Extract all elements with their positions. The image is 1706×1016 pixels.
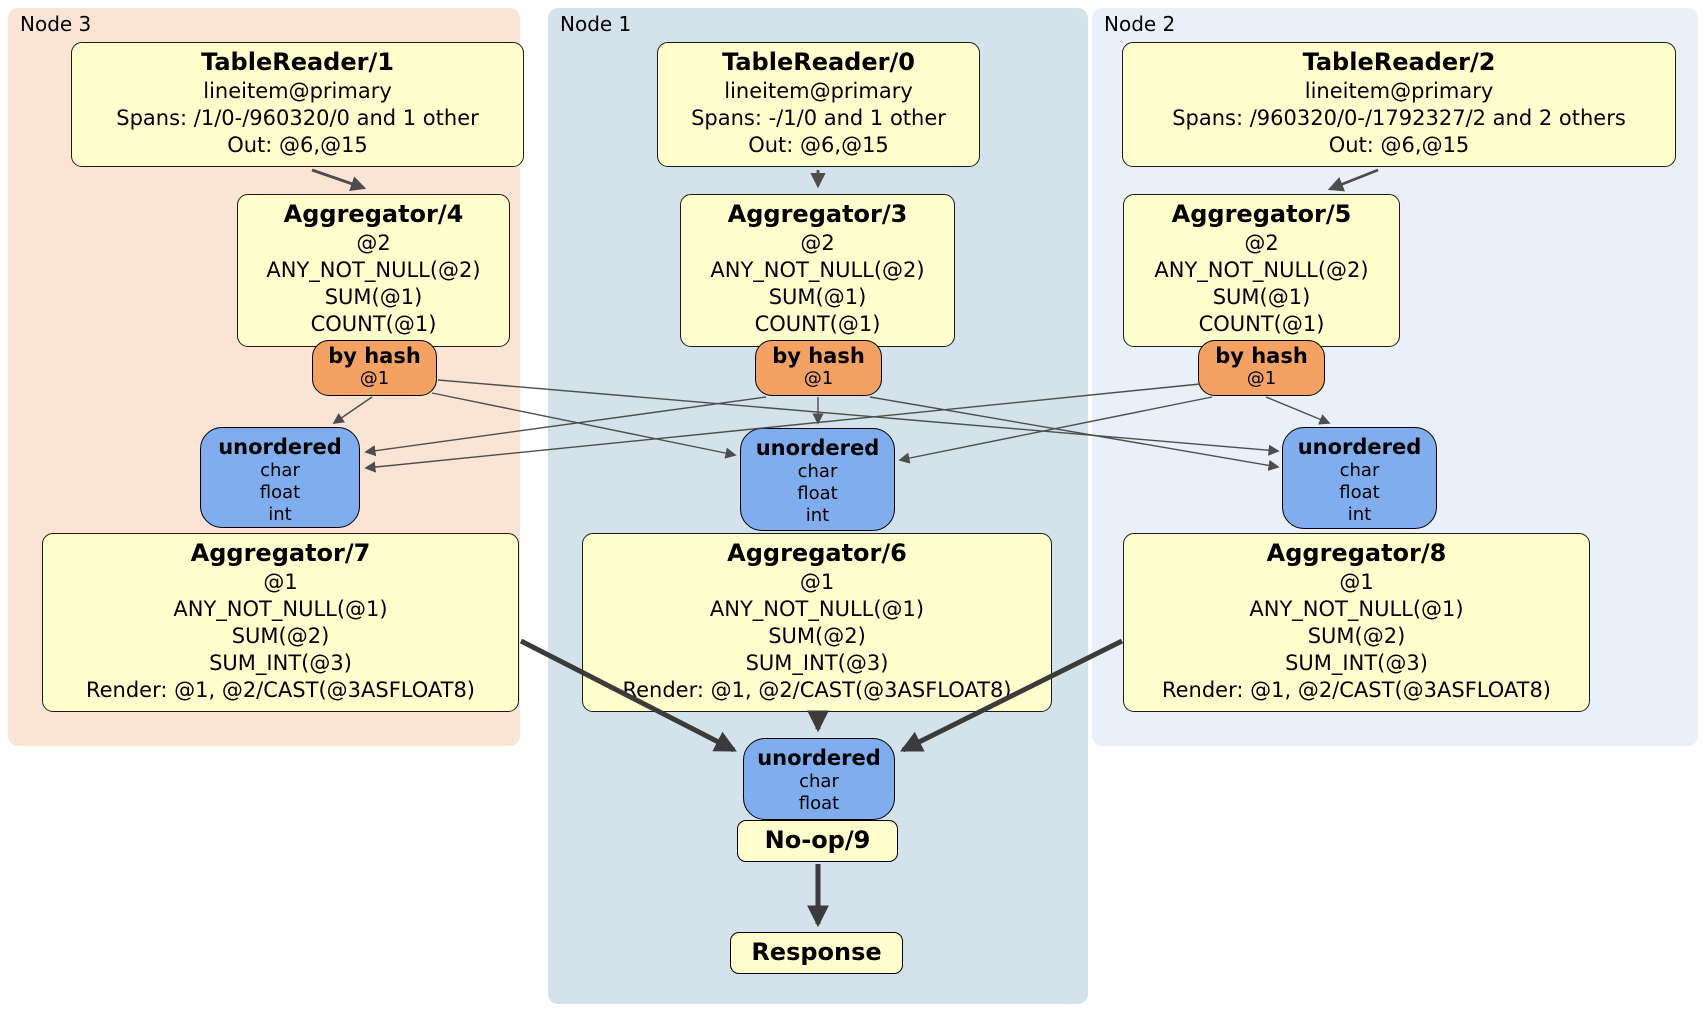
node-detail: @2 — [1244, 231, 1279, 255]
node-title: Aggregator/6 — [727, 539, 907, 567]
sync-column: float — [1339, 482, 1380, 503]
tablereader-1-node: TableReader/1 lineitem@primary Spans: /1… — [71, 42, 524, 167]
node-title: TableReader/2 — [1302, 48, 1496, 76]
aggregator-6-node: Aggregator/6 @1 ANY_NOT_NULL(@1) SUM(@2)… — [582, 533, 1052, 712]
node-detail: @2 — [356, 231, 391, 255]
noop-9-node: No-op/9 — [737, 820, 898, 862]
sync-column: char — [797, 461, 838, 482]
node-detail: ANY_NOT_NULL(@1) — [1249, 597, 1464, 621]
sync-title: unordered — [755, 436, 880, 460]
sync-column: int — [1347, 504, 1372, 525]
hash-router-left: by hash @1 — [312, 340, 437, 396]
region-label-node-2: Node 2 — [1104, 12, 1176, 36]
node-detail: ANY_NOT_NULL(@1) — [709, 597, 925, 621]
hash-router-center: by hash @1 — [755, 340, 882, 396]
node-detail: COUNT(@1) — [1198, 312, 1325, 336]
node-detail: ANY_NOT_NULL(@2) — [710, 258, 925, 282]
unordered-sync-left: unordered char float int — [200, 427, 360, 528]
node-detail: COUNT(@1) — [310, 312, 437, 336]
node-detail: SUM(@1) — [1212, 285, 1311, 309]
node-title: Aggregator/5 — [1171, 200, 1352, 228]
unordered-sync-final: unordered char float — [743, 738, 895, 820]
router-title: by hash — [328, 344, 421, 368]
sync-column: int — [805, 505, 830, 526]
sync-column: int — [268, 504, 292, 525]
node-detail: @1 — [1339, 570, 1374, 594]
router-key: @1 — [803, 368, 834, 389]
node-detail: @2 — [800, 231, 835, 255]
aggregator-8-node: Aggregator/8 @1 ANY_NOT_NULL(@1) SUM(@2)… — [1123, 533, 1590, 712]
node-detail: Out: @6,@15 — [227, 133, 368, 157]
node-detail: @1 — [263, 570, 298, 594]
node-detail: Render: @1, @2/CAST(@3ASFLOAT8) — [1161, 678, 1552, 702]
sync-column: float — [797, 483, 838, 504]
node-detail: SUM(@2) — [1307, 624, 1406, 648]
node-detail: Render: @1, @2/CAST(@3ASFLOAT8) — [622, 678, 1012, 702]
region-label-node-1: Node 1 — [560, 12, 632, 36]
node-title: Response — [751, 938, 882, 966]
node-detail: SUM(@1) — [768, 285, 867, 309]
router-title: by hash — [772, 344, 865, 368]
node-title: Aggregator/4 — [283, 200, 464, 228]
tablereader-0-node: TableReader/0 lineitem@primary Spans: -/… — [657, 42, 980, 167]
aggregator-3-node: Aggregator/3 @2 ANY_NOT_NULL(@2) SUM(@1)… — [680, 194, 955, 347]
region-label-node-3: Node 3 — [20, 12, 92, 36]
sync-column: float — [798, 793, 840, 814]
node-detail: SUM_INT(@3) — [745, 651, 889, 675]
node-detail: SUM(@1) — [324, 285, 423, 309]
node-detail: lineitem@primary — [1304, 79, 1494, 103]
sync-title: unordered — [757, 746, 881, 770]
node-detail: Out: @6,@15 — [1328, 133, 1470, 157]
node-title: Aggregator/3 — [727, 200, 908, 228]
router-title: by hash — [1215, 344, 1308, 368]
node-detail: ANY_NOT_NULL(@2) — [266, 258, 481, 282]
aggregator-7-node: Aggregator/7 @1 ANY_NOT_NULL(@1) SUM(@2)… — [42, 533, 519, 712]
aggregator-4-node: Aggregator/4 @2 ANY_NOT_NULL(@2) SUM(@1)… — [237, 194, 510, 347]
node-detail: Spans: /960320/0-/1792327/2 and 2 others — [1172, 106, 1626, 130]
node-title: Aggregator/7 — [190, 539, 371, 567]
node-detail: ANY_NOT_NULL(@1) — [173, 597, 388, 621]
node-title: TableReader/1 — [201, 48, 394, 76]
sync-column: char — [799, 771, 839, 792]
node-detail: COUNT(@1) — [754, 312, 881, 336]
response-node: Response — [730, 932, 903, 974]
sync-column: float — [259, 482, 301, 503]
unordered-sync-center: unordered char float int — [740, 428, 895, 531]
node-detail: @1 — [799, 570, 835, 594]
node-detail: lineitem@primary — [203, 79, 392, 103]
node-title: Aggregator/8 — [1266, 539, 1447, 567]
node-detail: Render: @1, @2/CAST(@3ASFLOAT8) — [85, 678, 476, 702]
hash-router-right: by hash @1 — [1198, 340, 1325, 396]
router-key: @1 — [1246, 368, 1277, 389]
node-detail: SUM_INT(@3) — [1285, 651, 1428, 675]
sync-title: unordered — [1297, 435, 1422, 459]
sync-column: char — [260, 460, 300, 481]
tablereader-2-node: TableReader/2 lineitem@primary Spans: /9… — [1122, 42, 1676, 167]
node-detail: SUM(@2) — [768, 624, 866, 648]
node-title: TableReader/0 — [722, 48, 915, 76]
node-detail: SUM(@2) — [231, 624, 330, 648]
node-detail: Spans: /1/0-/960320/0 and 1 other — [116, 106, 479, 130]
node-detail: ANY_NOT_NULL(@2) — [1154, 258, 1369, 282]
node-detail: Spans: -/1/0 and 1 other — [691, 106, 946, 130]
sync-title: unordered — [218, 435, 342, 459]
router-key: @1 — [359, 368, 390, 389]
node-detail: Out: @6,@15 — [748, 133, 889, 157]
sync-column: char — [1339, 460, 1380, 481]
node-detail: SUM_INT(@3) — [209, 651, 352, 675]
node-detail: lineitem@primary — [724, 79, 913, 103]
aggregator-5-node: Aggregator/5 @2 ANY_NOT_NULL(@2) SUM(@1)… — [1123, 194, 1400, 347]
node-title: No-op/9 — [764, 826, 871, 854]
unordered-sync-right: unordered char float int — [1282, 427, 1437, 529]
